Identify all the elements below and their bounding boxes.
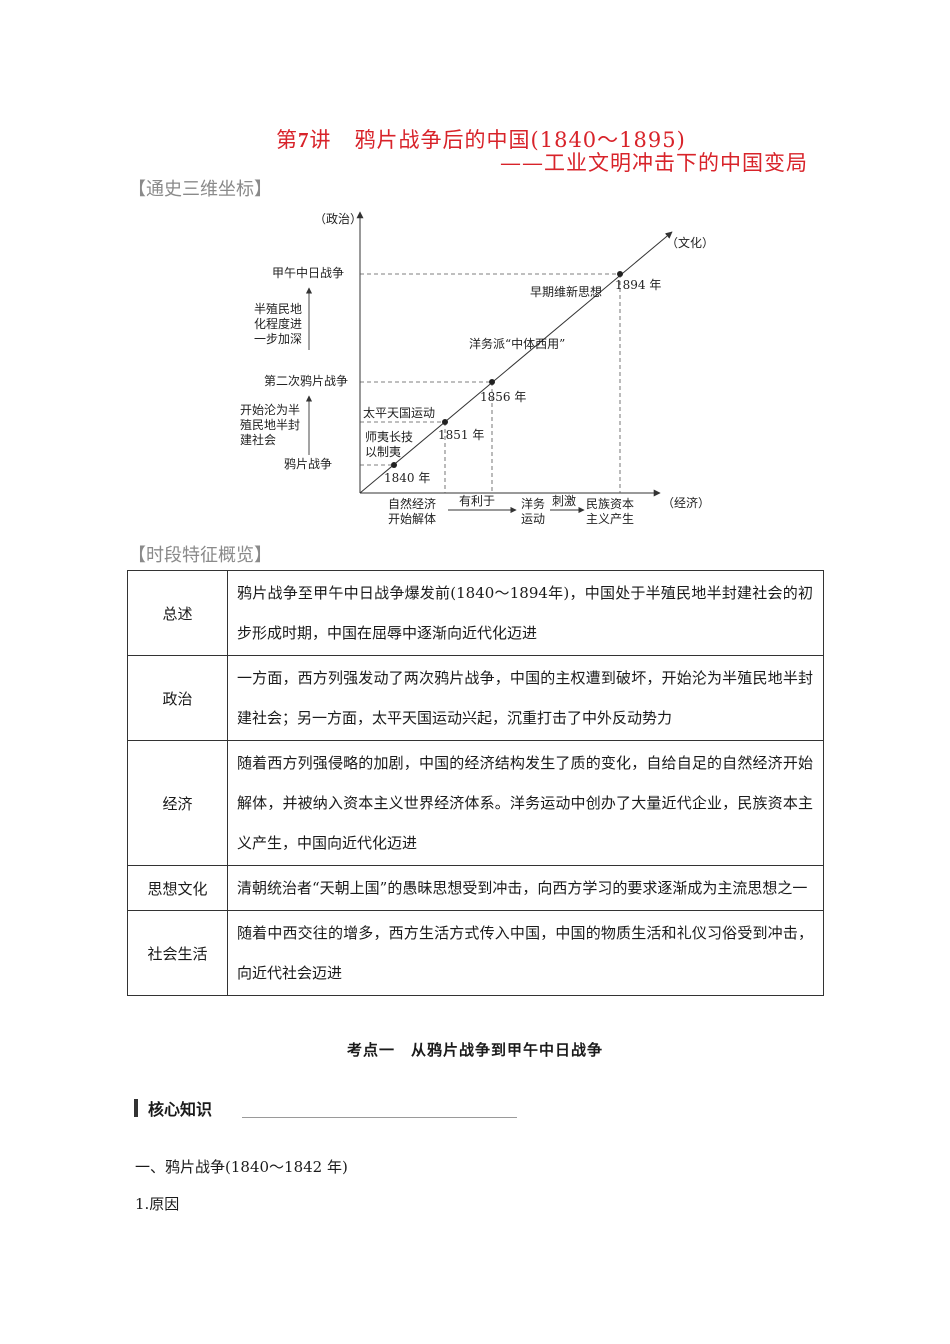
exam-point-heading: 考点一 从鸦片战争到甲午中日战争 [346,1041,603,1059]
year-1840: 1840 年 [384,471,430,485]
row-value: 随着中西交往的增多，西方生活方式传入中国，中国的物质生活和礼仪习俗受到冲击，向近… [227,910,824,996]
y-axis-label: （政治） [314,212,362,226]
economy-national-line1: 民族资本 [586,497,634,511]
period-overview-table: 总述 鸦片战争至甲午中日战争爆发前(1840～1894年)，中国处于半殖民地半封… [127,570,824,996]
section-heading-timeline: 【通史三维坐标】 [128,179,272,200]
row-key: 思想文化 [127,865,228,911]
x-axis-label: （经济） [662,495,710,510]
politics-phase1-line3: 建社会 [240,432,276,447]
timeline-diagram: （政治） （经济） （文化） 1840 年 1851 年 1856 年 1894… [240,211,714,526]
heading-bar [134,1099,138,1117]
politics-phase1-line2: 殖民地半封 [240,417,300,432]
core-knowledge-heading: 核心知识 [134,1096,517,1120]
culture-early-reform: 早期维新思想 [530,284,602,299]
table-row: 经济 随着西方列强侵略的加剧，中国的经济结构发生了质的变化，自给自足的自然经济开… [127,740,824,866]
politics-phase2-line1: 半殖民地 [254,301,302,316]
year-1856: 1856 年 [480,390,526,404]
row-value: 随着西方列强侵略的加剧，中国的经济结构发生了质的变化，自给自足的自然经济开始解体… [227,740,824,866]
row-value: 一方面，西方列强发动了两次鸦片战争，中国的主权遭到破坏，开始沦为半殖民地半封建社… [227,655,824,741]
subheading-cause: 1.原因 [135,1195,180,1213]
table-row: 总述 鸦片战争至甲午中日战争爆发前(1840～1894年)，中国处于半殖民地半封… [127,570,824,656]
politics-second-opium-war: 第二次鸦片战争 [264,373,348,388]
economy-natural-line1: 自然经济 [388,496,436,511]
row-value: 鸦片战争至甲午中日战争爆发前(1840～1894年)，中国处于半殖民地半封建社会… [227,570,824,656]
year-1894: 1894 年 [615,278,661,292]
heading-underline [242,1117,517,1118]
economy-national-line2: 主义产生 [586,512,634,526]
culture-taiping: 太平天国运动 [363,405,435,420]
row-key: 经济 [127,740,228,866]
lecture-title: 第7讲 鸦片战争后的中国(1840～1895) [276,128,686,152]
point-1840 [391,462,397,468]
point-1856 [489,379,495,385]
point-1894 [617,271,623,277]
row-value: 清朝统治者“天朝上国”的愚昧思想受到冲击，向西方学习的要求逐渐成为主流思想之一 [227,865,824,911]
politics-opium-war: 鸦片战争 [284,456,332,471]
culture-axis-label: （文化） [666,235,714,250]
core-knowledge-label: 核心知识 [148,1100,213,1119]
culture-zhongti-xiyong: 洋务派“中体西用” [469,336,565,351]
section-heading-opium-war: 一、鸦片战争(1840～1842 年) [135,1158,348,1176]
culture-shiyi-line1: 师夷长技 [365,429,413,444]
lecture-subtitle: ——工业文明冲击下的中国变局 [500,151,808,175]
politics-phase1-line1: 开始沦为半 [240,402,300,417]
row-key: 政治 [127,655,228,741]
economy-arrow2-label: 刺激 [552,494,576,508]
point-1851 [442,419,448,425]
table-row: 社会生活 随着中西交往的增多，西方生活方式传入中国，中国的物质生活和礼仪习俗受到… [127,910,824,996]
politics-phase2-line2: 化程度进 [254,316,302,331]
economy-natural-line2: 开始解体 [388,512,436,526]
row-key: 社会生活 [127,910,228,996]
politics-phase2-line3: 一步加深 [254,332,302,346]
row-key: 总述 [127,570,228,656]
table-row: 政治 一方面，西方列强发动了两次鸦片战争，中国的主权遭到破坏，开始沦为半殖民地半… [127,655,824,741]
section-heading-overview: 【时段特征概览】 [128,545,272,566]
economy-arrow1-label: 有利于 [459,494,495,508]
economy-yangwu-line1: 洋务 [521,496,545,511]
economy-yangwu-line2: 运动 [521,512,545,526]
culture-axis-line [359,231,673,494]
culture-shiyi-line2: 以制夷 [365,444,401,459]
table-row: 思想文化 清朝统治者“天朝上国”的愚昧思想受到冲击，向西方学习的要求逐渐成为主流… [127,865,824,911]
year-1851: 1851 年 [438,428,484,442]
politics-sino-japanese-war: 甲午中日战争 [272,265,344,280]
